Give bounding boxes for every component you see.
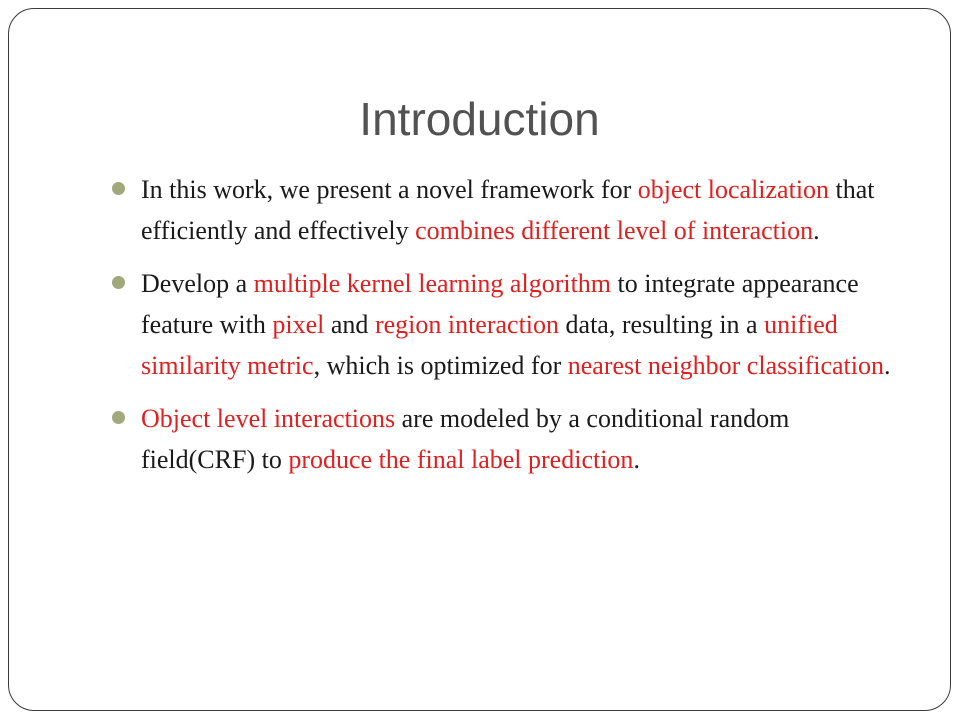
bullet-dot-icon	[112, 411, 125, 424]
highlighted-text: region interaction	[374, 310, 560, 339]
highlighted-text: multiple kernel learning algorithm	[253, 269, 612, 298]
bullet-list: In this work, we present a novel framewo…	[109, 169, 909, 492]
highlighted-text: object localization	[637, 175, 830, 204]
bullet-item: Develop a multiple kernel learning algor…	[109, 263, 909, 386]
bullet-text: , which is optimized for	[313, 351, 568, 380]
slide-frame: Introduction In this work, we present a …	[8, 8, 951, 711]
slide-title: Introduction	[359, 93, 600, 145]
bullet-item: Object level interactions are modeled by…	[109, 398, 909, 480]
bullet-text: and	[324, 310, 375, 339]
bullet-text: .	[633, 445, 640, 474]
bullet-text: data, resulting in a	[559, 310, 765, 339]
bullet-text: to integrate appearance feature with	[141, 269, 859, 339]
bullet-text: Develop a	[141, 269, 254, 298]
highlighted-text: nearest neighbor classification	[567, 351, 884, 380]
highlighted-text: combines different level of interaction	[415, 216, 814, 245]
bullet-dot-icon	[112, 276, 125, 289]
highlighted-text: Object level interactions	[141, 404, 396, 433]
bullet-dot-icon	[112, 182, 125, 195]
bullet-item: In this work, we present a novel framewo…	[109, 169, 909, 251]
bullet-text: .	[813, 216, 820, 245]
bullet-text: that efficiently and effectively	[141, 175, 875, 245]
bullet-text: are modeled by a conditional random fiel…	[141, 404, 790, 474]
bullet-text: .	[883, 351, 891, 380]
highlighted-text: produce the final label prediction	[288, 445, 634, 474]
highlighted-text: unified similarity metric	[141, 310, 838, 380]
highlighted-text: pixel	[272, 310, 325, 339]
bullet-text: In this work, we present a novel framewo…	[141, 175, 638, 204]
